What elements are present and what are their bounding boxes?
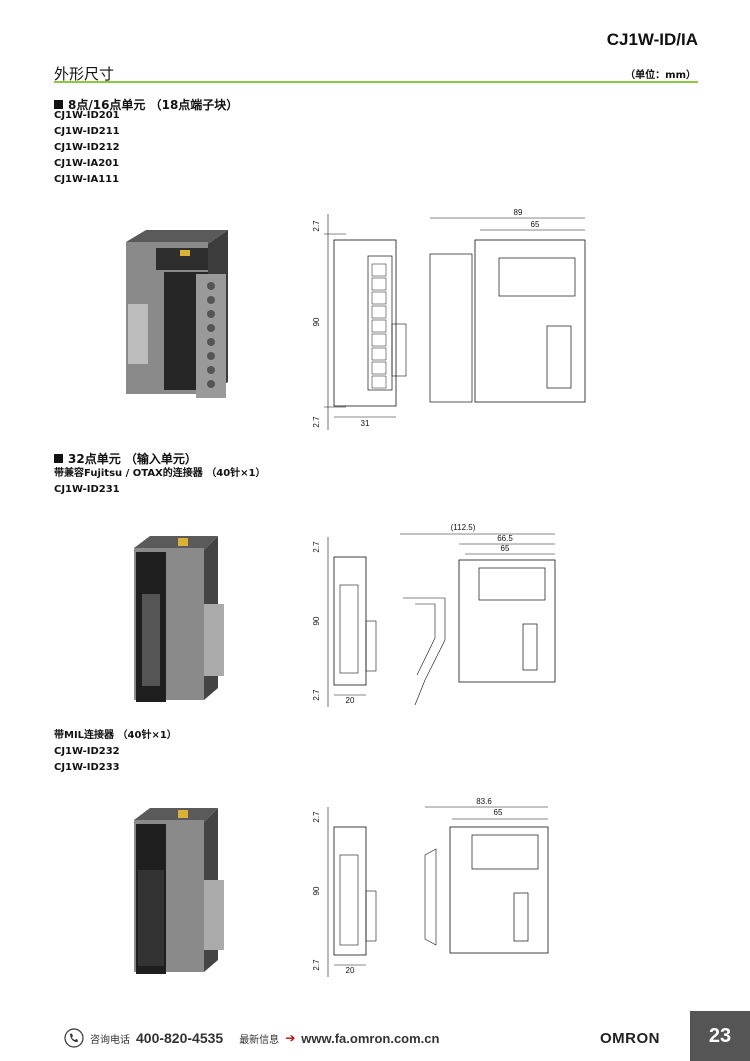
bullet-square-icon <box>54 100 63 109</box>
dim-bottom-3: 2.7 <box>312 959 321 971</box>
product-photo-mil-connector-unit <box>134 808 224 974</box>
dim-depth-2: 65 <box>501 544 510 553</box>
model-item: CJ1W-ID211 <box>54 126 120 137</box>
section2-subtitle: 带兼容Fujitsu / OTAX的连接器 （40针×1） <box>54 468 266 479</box>
dim-width-1: 31 <box>361 419 370 428</box>
brand-logo: OMRON <box>600 1030 660 1047</box>
dim-height-2: 90 <box>312 616 321 625</box>
section1-title: 8点/16点单元 （18点端子块） <box>54 96 238 113</box>
section2-title-text: 32点单元 （输入单元） <box>68 452 197 466</box>
header-divider <box>54 81 698 83</box>
dim-depth-outer-2: (112.5) <box>451 523 476 532</box>
unit-note: （单位：mm） <box>625 70 696 81</box>
section1-title-text: 8点/16点单元 （18点端子块） <box>68 98 239 112</box>
model-item: CJ1W-ID212 <box>54 142 120 153</box>
model-item: CJ1W-IA111 <box>54 174 120 185</box>
arrow-right-icon: ➔ <box>285 1031 296 1045</box>
page-number: 23 <box>690 1011 750 1061</box>
dim-height-3: 90 <box>312 886 321 895</box>
model-item: CJ1W-ID231 <box>54 484 120 495</box>
dim-height-1: 90 <box>312 317 321 326</box>
side-view-drawing-2: (112.5) 66.5 65 <box>400 523 556 706</box>
bullet-square-icon <box>54 454 63 463</box>
model-item: CJ1W-IA201 <box>54 158 120 169</box>
dim-top-1: 2.7 <box>312 220 321 232</box>
dim-width-2: 20 <box>346 696 355 705</box>
dim-depth-total-2: 66.5 <box>497 534 513 543</box>
front-view-drawing-1: 2.7 90 2.7 31 <box>312 214 407 430</box>
website-link[interactable]: www.fa.omron.com.cn <box>301 1030 440 1046</box>
front-view-drawing-2: 2.7 90 2.7 20 <box>312 537 377 707</box>
side-view-drawing-3: 83.6 65 <box>424 797 549 954</box>
section1-model-list: CJ1W-ID201 CJ1W-ID211 CJ1W-ID212 CJ1W-IA… <box>54 108 120 188</box>
section2-title: 32点单元 （输入单元） <box>54 450 197 467</box>
front-view-drawing-3: 2.7 90 2.7 20 <box>312 807 377 977</box>
dim-bottom-1: 2.7 <box>312 416 321 428</box>
section3-title: 带MIL连接器 （40针×1） <box>54 730 177 741</box>
dim-bottom-2: 2.7 <box>312 689 321 701</box>
news-label: 最新信息 <box>239 1034 280 1046</box>
product-photo-connector-unit <box>134 536 224 702</box>
model-item: CJ1W-ID201 <box>54 110 120 121</box>
dim-depth-3: 65 <box>494 808 503 817</box>
side-view-drawing-1: 89 65 <box>429 208 586 403</box>
product-photo-terminal-unit <box>126 230 228 398</box>
model-item: CJ1W-ID232 <box>54 746 120 757</box>
dim-width-3: 20 <box>346 966 355 975</box>
dim-top-3: 2.7 <box>312 811 321 823</box>
dim-top-2: 2.7 <box>312 541 321 553</box>
dim-depth-total-3: 83.6 <box>476 797 492 806</box>
phone-number: 400-820-4535 <box>136 1030 224 1046</box>
phone-label: 咨询电话 <box>90 1034 130 1046</box>
dim-depth-1: 65 <box>531 220 540 229</box>
footer-contact: 咨询电话 400-820-4535 最新信息 ➔ www.fa.omron.co… <box>64 1028 439 1048</box>
phone-icon <box>64 1028 84 1048</box>
dim-depth-total-1: 89 <box>514 208 523 217</box>
model-header: CJ1W-ID/IA <box>606 30 698 49</box>
section3-model-list: CJ1W-ID232 CJ1W-ID233 <box>54 744 120 776</box>
model-item: CJ1W-ID233 <box>54 762 120 773</box>
section-title: 外形尺寸 <box>54 65 115 83</box>
